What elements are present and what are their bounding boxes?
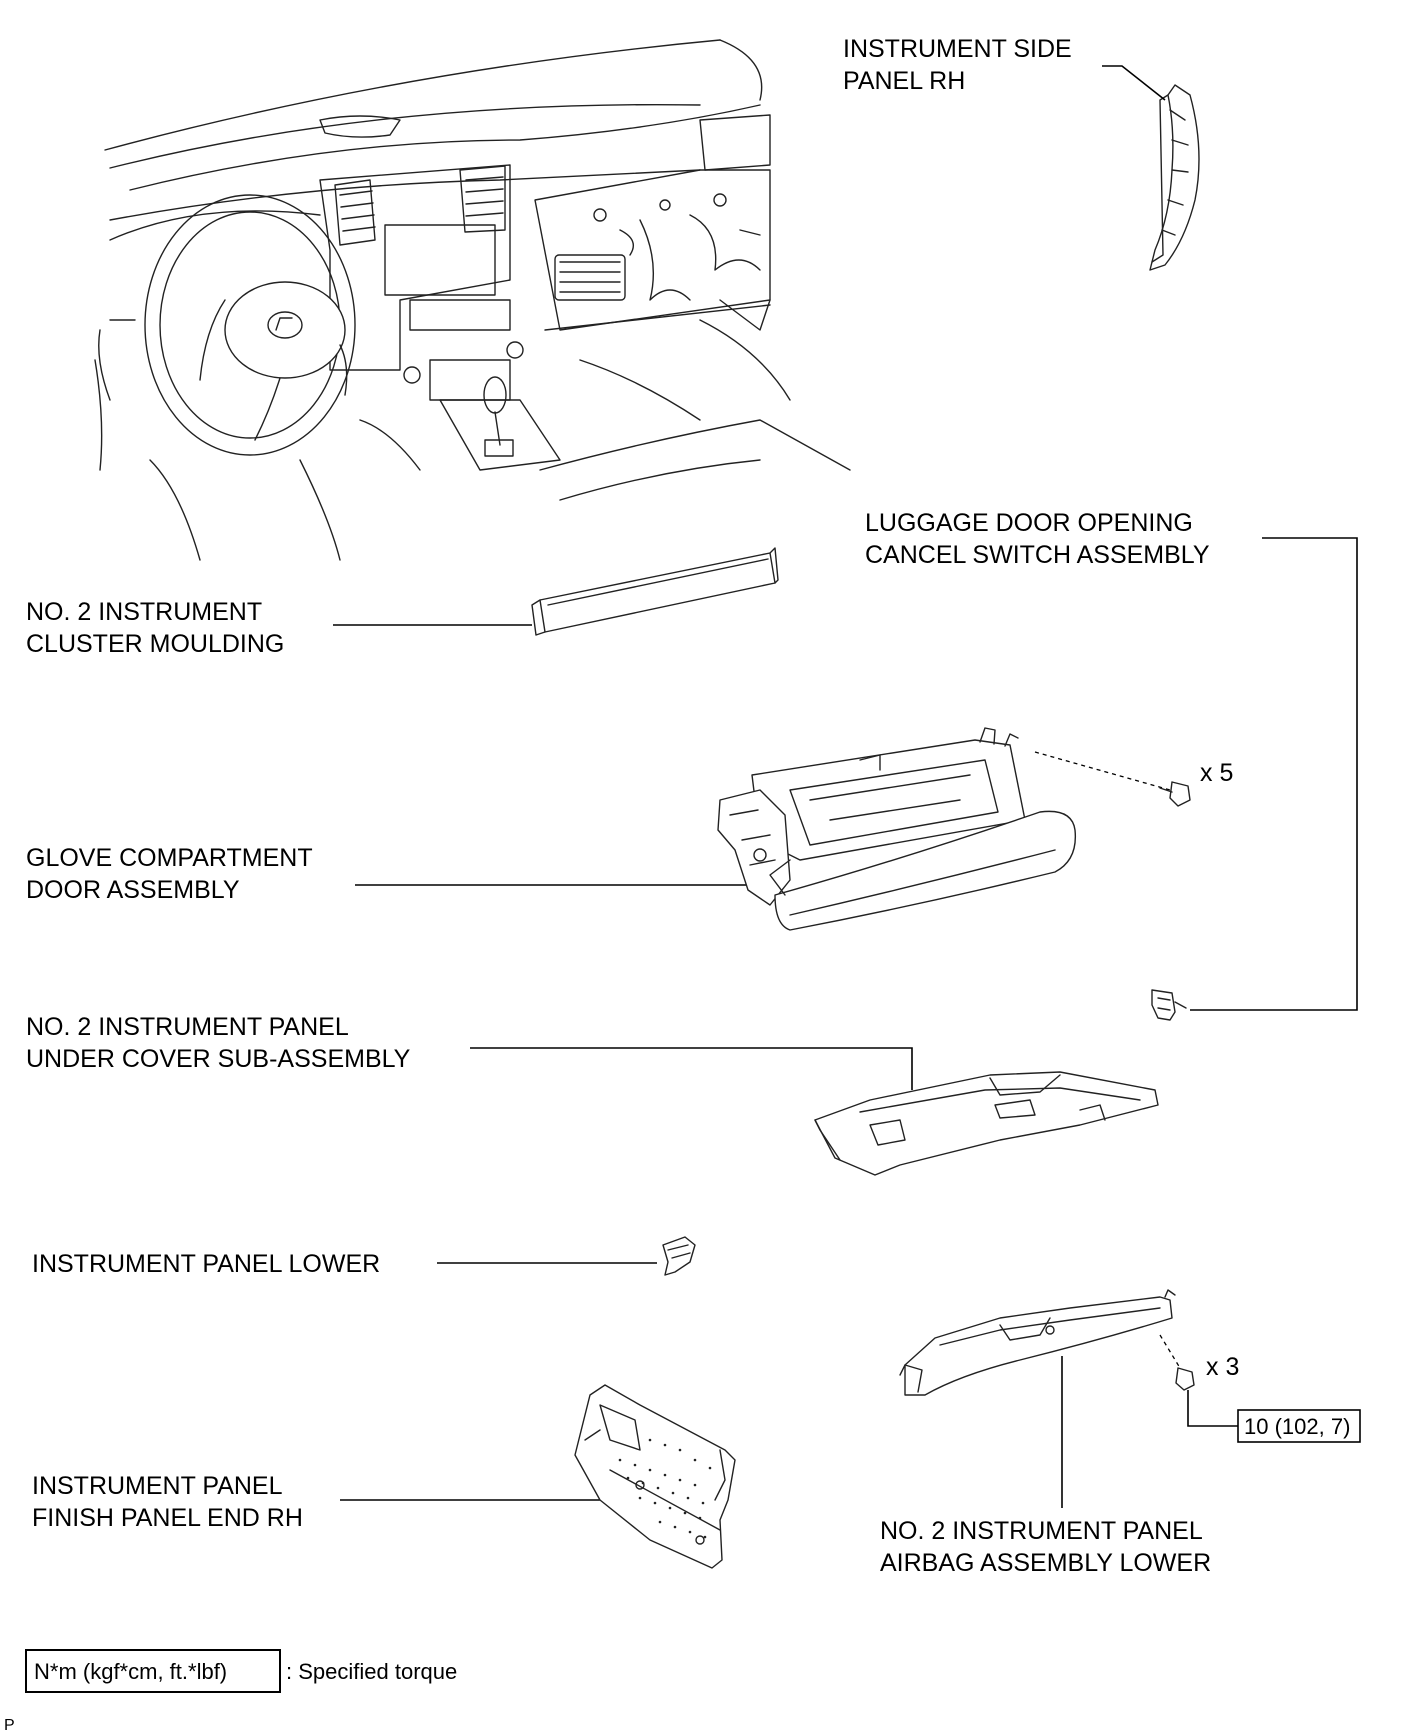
luggage-switch-leader-line [1190,537,1358,1011]
finish-panel-texture [618,1438,712,1539]
finish-panel-end-label-line-1: INSTRUMENT PANEL [32,1472,283,1500]
vent-slats [339,176,504,232]
dashboard-overview-illustration [94,39,851,561]
cluster-moulding-label-line-1: NO. 2 INSTRUMENT [26,598,262,626]
legend-units: N*m (kgf*cm, ft.*lbf) [34,1659,227,1684]
torque-box [1237,1409,1361,1443]
under-cover-leader-line [470,1047,913,1090]
cluster-moulding [531,547,779,636]
under-cover-label-line-2: UNDER COVER SUB-ASSEMBLY [26,1045,411,1073]
under-cover-label-line-1: NO. 2 INSTRUMENT PANEL [26,1013,349,1041]
finish-panel-end [574,1384,736,1569]
airbag-lower-label-line-2: AIRBAG ASSEMBLY LOWER [880,1549,1211,1577]
legend-box [25,1649,281,1693]
cluster-moulding-label: NO. 2 INSTRUMENT CLUSTER MOULDING [26,598,532,658]
finish-panel-end-label-line-2: FINISH PANEL END RH [32,1504,303,1532]
finish-panel-end-label: INSTRUMENT PANEL FINISH PANEL END RH [32,1472,628,1532]
instrument-side-panel-rh-label: INSTRUMENT SIDE PANEL RH [843,35,1166,101]
glove-compartment-label-line-1: GLOVE COMPARTMENT [26,844,313,872]
cluster-moulding-label-line-2: CLUSTER MOULDING [26,630,284,658]
legend-text: : Specified torque [286,1659,457,1684]
side-panel-rh-label-line-1: INSTRUMENT SIDE [843,35,1072,63]
panel-lower-label: INSTRUMENT PANEL LOWER [32,1250,380,1278]
glove-compartment-label: GLOVE COMPARTMENT DOOR ASSEMBLY [26,844,748,904]
instrument-side-panel-rh [1149,84,1200,271]
airbag-lower-label-line-1: NO. 2 INSTRUMENT PANEL [880,1517,1203,1545]
torque-legend: N*m (kgf*cm, ft.*lbf) : Specified torque [25,1649,457,1693]
airbag-screw-count: x 3 [1206,1353,1239,1381]
airbag-lower-label: NO. 2 INSTRUMENT PANEL AIRBAG ASSEMBLY L… [880,1356,1211,1577]
glove-screw-icon [1169,781,1191,807]
luggage-door-switch [1151,989,1187,1021]
panel-lower [662,1236,696,1276]
airbag-screw-dashed-guide [1159,1334,1181,1369]
under-cover [814,1071,1159,1176]
glove-compartment-screws: x 5 [1034,751,1233,807]
side-panel-rh-leader-line [1102,65,1166,101]
glove-compartment-label-line-2: DOOR ASSEMBLY [26,876,240,904]
torque-value: 10 (102, 7) [1244,1414,1350,1439]
glove-screw-dashed-guide [1034,751,1171,791]
torque-leader-line [1187,1390,1238,1427]
corner-mark: P [4,1717,15,1734]
under-cover-label: NO. 2 INSTRUMENT PANEL UNDER COVER SUB-A… [26,1013,913,1090]
glove-compartment-door [717,727,1077,931]
side-panel-rh-label-line-2: PANEL RH [843,67,965,95]
luggage-switch-label-line-2: CANCEL SWITCH ASSEMBLY [865,541,1210,569]
panel-lower-label: INSTRUMENT PANEL LOWER [32,1250,657,1278]
airbag-screws: x 3 10 (102, 7) [1159,1334,1361,1443]
luggage-door-switch-label: LUGGAGE DOOR OPENING CANCEL SWITCH ASSEM… [865,509,1358,1011]
airbag-screw-icon [1175,1367,1195,1391]
exposed-wiring-detail [554,193,761,301]
glove-screw-count: x 5 [1200,759,1233,787]
luggage-switch-label-line-1: LUGGAGE DOOR OPENING [865,509,1193,537]
airbag-lower [899,1289,1176,1396]
